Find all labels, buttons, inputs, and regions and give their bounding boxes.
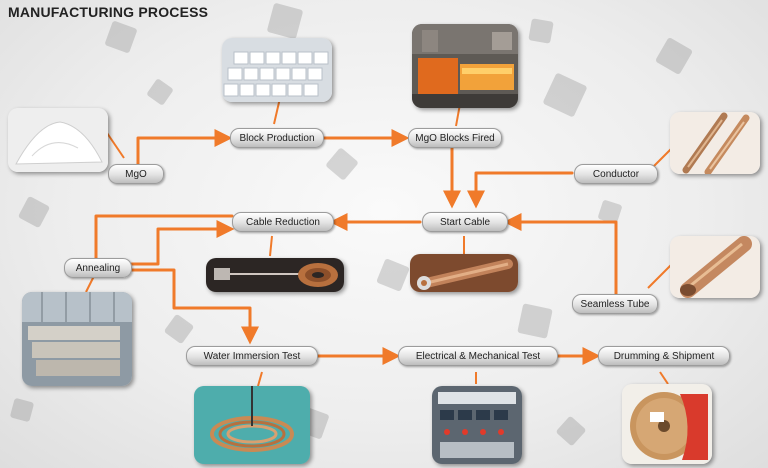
arrow-seamless-to-start — [503, 213, 618, 296]
step-block-production: Block Production — [230, 128, 324, 148]
background-square — [376, 258, 410, 292]
step-drumming-shipment: Drumming & Shipment — [598, 346, 730, 366]
arrow-reduction-to-annealing — [94, 214, 234, 260]
start-cable-photo — [410, 254, 518, 292]
background-square — [654, 36, 694, 76]
seamless-tube-photo — [670, 236, 760, 298]
step-electrical-mechanical-test: Electrical & Mechanical Test — [398, 346, 558, 366]
annealing-furnace-photo — [22, 292, 132, 386]
background-square — [325, 147, 359, 181]
step-start-cable: Start Cable — [422, 212, 508, 232]
step-water-immersion-test: Water Immersion Test — [186, 346, 318, 366]
step-cable-reduction: Cable Reduction — [232, 212, 334, 232]
step-mgo-blocks-fired: MgO Blocks Fired — [408, 128, 502, 148]
mgo-powder-photo — [8, 108, 108, 172]
background-square — [163, 313, 195, 345]
background-square — [597, 199, 623, 225]
background-square — [17, 195, 51, 229]
step-annealing: Annealing — [64, 258, 132, 278]
background-square — [104, 20, 138, 54]
water-immersion-photo — [194, 386, 310, 464]
step-conductor: Conductor — [574, 164, 658, 184]
background-square — [266, 2, 304, 40]
kiln-photo — [412, 24, 518, 108]
test-equipment-photo — [432, 386, 522, 464]
step-mgo: MgO — [108, 164, 164, 184]
step-seamless-tube: Seamless Tube — [572, 294, 658, 314]
background-square — [542, 72, 588, 118]
conductor-rods-photo — [670, 112, 760, 174]
background-square — [517, 303, 553, 339]
page-title: MANUFACTURING PROCESS — [8, 4, 209, 20]
background-square — [528, 18, 554, 44]
background-square — [555, 415, 587, 447]
mgo-blocks-photo — [222, 38, 332, 102]
cable-coil-photo — [206, 258, 344, 292]
arrow-mgo-to-block — [136, 129, 233, 167]
cable-drum-photo — [622, 384, 712, 464]
background-square — [9, 397, 35, 423]
arrow-conductor-to-start — [467, 171, 574, 209]
background-square — [146, 78, 174, 106]
